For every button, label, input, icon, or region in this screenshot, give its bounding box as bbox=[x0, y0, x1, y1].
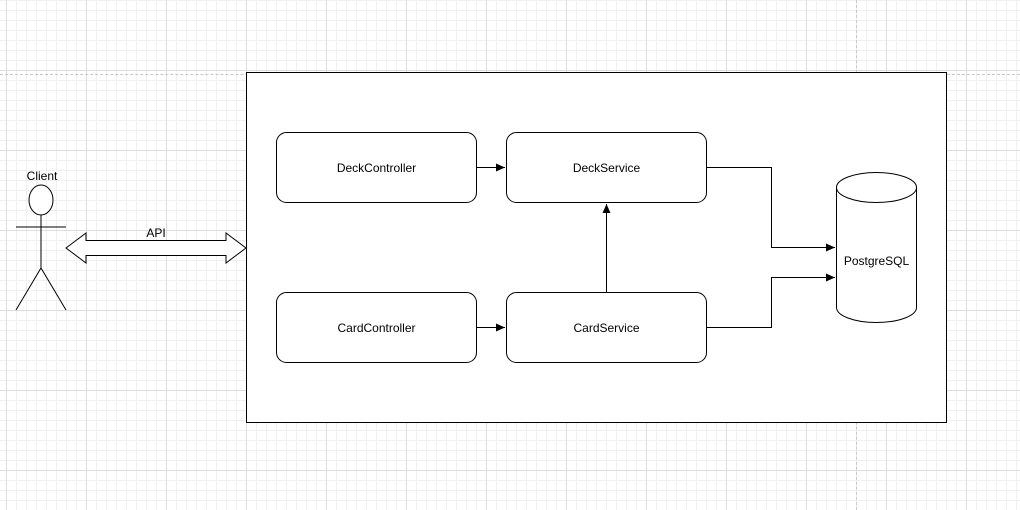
client-actor[interactable] bbox=[15, 184, 67, 311]
api-label: API bbox=[146, 226, 165, 240]
deck-controller-label: DeckController bbox=[337, 161, 416, 175]
card-controller-label: CardController bbox=[337, 321, 415, 335]
postgresql-database-cylinder[interactable] bbox=[836, 172, 917, 323]
arrow-cardservice-to-postgresql[interactable] bbox=[706, 273, 836, 328]
client-label: Client bbox=[27, 169, 58, 183]
deck-service-label: DeckService bbox=[573, 161, 641, 175]
card-service-label: CardService bbox=[573, 321, 639, 335]
arrow-deckservice-to-postgresql[interactable] bbox=[706, 167, 836, 252]
postgresql-label: PostgreSQL bbox=[844, 254, 910, 268]
api-bidirectional-arrow[interactable] bbox=[65, 232, 247, 264]
